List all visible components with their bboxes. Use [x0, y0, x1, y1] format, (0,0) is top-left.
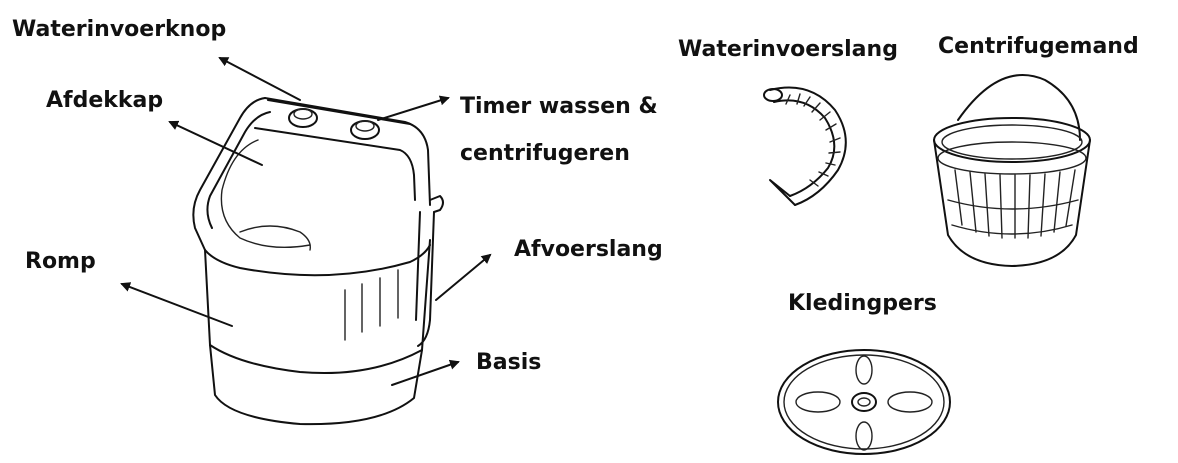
label-romp: Romp — [25, 248, 96, 276]
washing-machine-illustration — [193, 98, 443, 424]
arrow-afvoerslang — [436, 255, 490, 300]
arrow-romp — [122, 284, 232, 326]
label-waterinvoerslang: Waterinvoerslang — [678, 36, 898, 64]
label-basis: Basis — [476, 349, 541, 377]
arrow-basis — [392, 362, 458, 385]
spin-basket-illustration — [934, 75, 1090, 266]
arrow-waterinvoerknop — [220, 58, 300, 100]
arrow-timer — [378, 98, 448, 120]
label-timer-line1: Timer wassen & — [460, 93, 658, 121]
label-waterinvoerknop: Waterinvoerknop — [12, 16, 226, 44]
label-centrifugemand: Centrifugemand — [938, 33, 1139, 61]
label-kledingpers: Kledingpers — [788, 290, 937, 318]
water-inlet-hose-illustration — [764, 88, 846, 206]
clothes-press-illustration — [778, 350, 950, 454]
label-afdekkap: Afdekkap — [46, 87, 163, 115]
label-timer-line2: centrifugeren — [460, 140, 630, 168]
label-afvoerslang: Afvoerslang — [514, 236, 663, 264]
